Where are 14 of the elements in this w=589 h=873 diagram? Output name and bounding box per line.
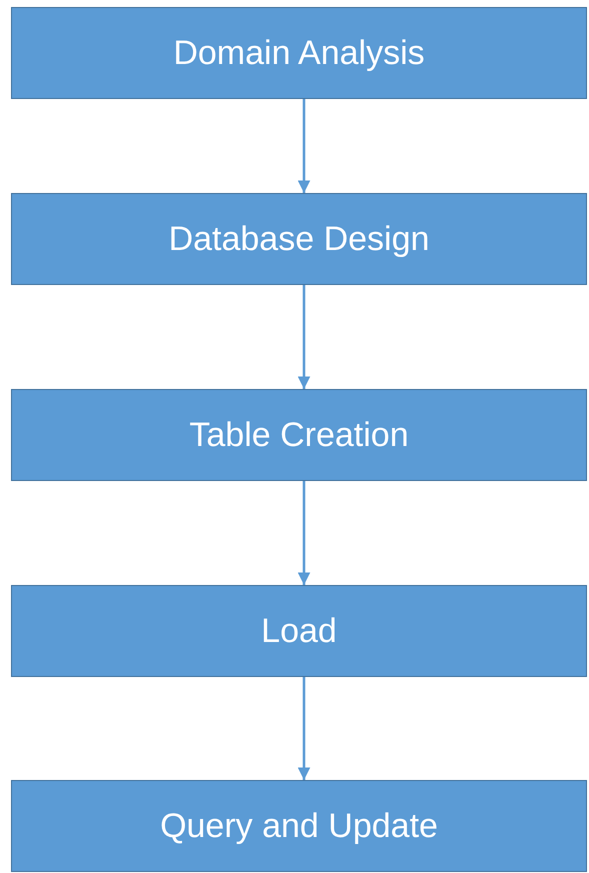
process-box [11, 389, 587, 481]
process-box [11, 780, 587, 872]
arrow [298, 285, 310, 389]
process-box [11, 193, 587, 285]
step-label: Query and Update [160, 806, 438, 846]
arrow [298, 481, 310, 585]
process-box [11, 585, 587, 677]
arrow [298, 677, 310, 780]
step-label: Database Design [168, 220, 430, 258]
step-label: Domain Analysis [173, 34, 425, 72]
process-box [11, 7, 587, 99]
step-label: Load [261, 612, 337, 650]
arrow [298, 99, 310, 193]
step-label: Table Creation [189, 416, 409, 454]
